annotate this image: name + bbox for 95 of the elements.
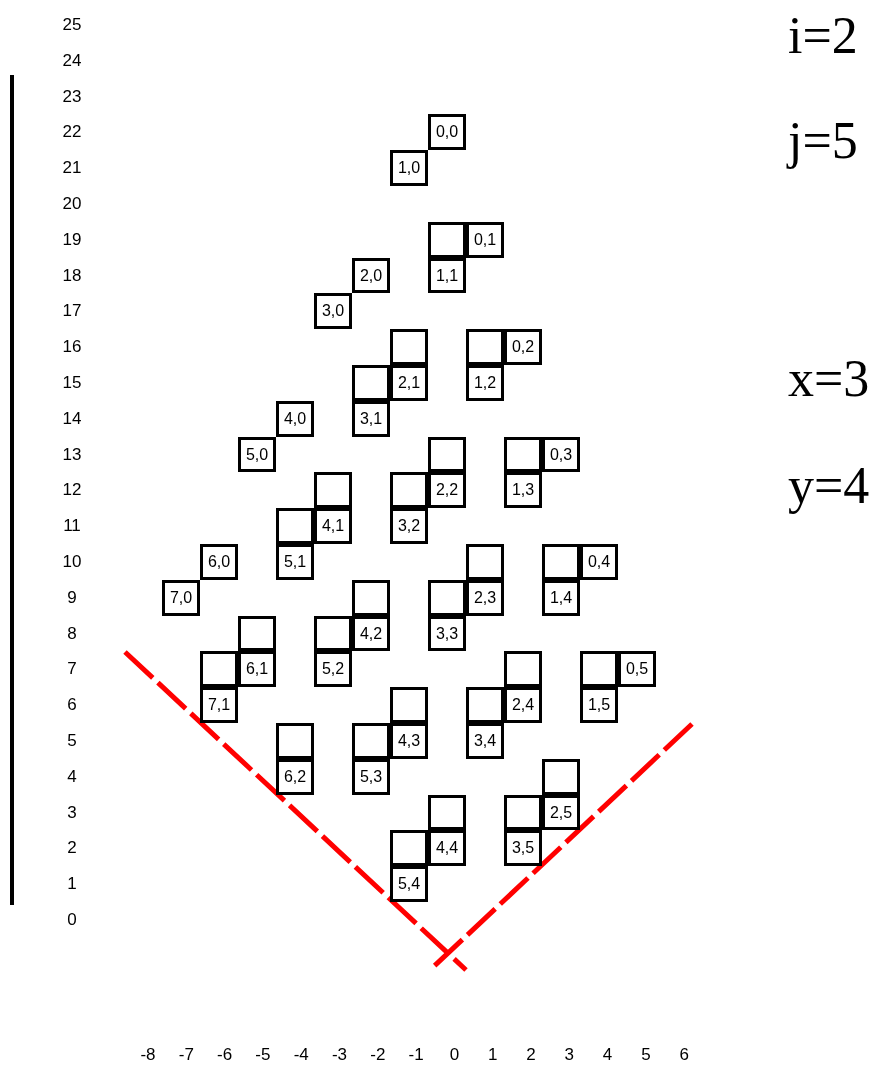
empty-grid-cell (390, 687, 428, 723)
labeled-grid-cell: 1,4 (542, 580, 580, 616)
axis-tick-label: 3 (67, 802, 77, 823)
labeled-grid-cell: 3,5 (504, 830, 542, 866)
labeled-grid-cell: 0,3 (542, 437, 580, 472)
labeled-grid-cell: 1,0 (390, 150, 428, 186)
labeled-grid-cell: 2,4 (504, 687, 542, 723)
empty-grid-cell (238, 616, 276, 651)
empty-grid-cell (542, 759, 580, 795)
axis-tick-label: 6 (679, 1045, 689, 1065)
labeled-grid-cell: 2,2 (428, 472, 466, 508)
axis-tick-label: 22 (62, 122, 82, 143)
axis-tick-label: 24 (62, 50, 82, 71)
axis-tick-label: -4 (293, 1045, 309, 1065)
axis-tick-label: 16 (62, 337, 82, 358)
labeled-grid-cell: 4,0 (276, 401, 314, 437)
labeled-grid-cell: 4,3 (390, 723, 428, 759)
empty-grid-cell (276, 723, 314, 759)
empty-grid-cell (314, 472, 352, 508)
labeled-grid-cell: 4,1 (314, 508, 352, 544)
axis-tick-label: 12 (62, 480, 82, 501)
axis-tick-label: 6 (67, 695, 77, 716)
labeled-grid-cell: 5,0 (238, 437, 276, 472)
labeled-grid-cell: 5,1 (276, 544, 314, 580)
labeled-grid-cell: 2,1 (390, 365, 428, 401)
axis-tick-label: -1 (408, 1045, 424, 1065)
labeled-grid-cell: 5,4 (390, 866, 428, 902)
labeled-grid-cell: 6,1 (238, 651, 276, 687)
labeled-grid-cell: 5,3 (352, 759, 390, 795)
labeled-grid-cell: 7,0 (162, 580, 200, 616)
empty-grid-cell (428, 437, 466, 472)
empty-grid-cell (504, 651, 542, 687)
labeled-grid-cell: 5,2 (314, 651, 352, 687)
labeled-grid-cell: 3,3 (428, 616, 466, 651)
labeled-grid-cell: 1,1 (428, 258, 466, 293)
axis-tick-label: 18 (62, 265, 82, 286)
axis-tick-label: -7 (178, 1045, 194, 1065)
axis-tick-label: 17 (62, 301, 82, 322)
empty-grid-cell (466, 544, 504, 580)
axis-tick-label: -8 (140, 1045, 156, 1065)
labeled-grid-cell: 2,0 (352, 258, 390, 293)
labeled-grid-cell: 1,2 (466, 365, 504, 401)
axis-tick-label: 7 (67, 659, 77, 680)
labeled-grid-cell: 4,2 (352, 616, 390, 651)
axis-tick-label: 19 (62, 229, 82, 250)
labeled-grid-cell: 0,2 (504, 329, 542, 365)
axis-tick-label: 14 (62, 408, 82, 429)
axis-tick-label: 25 (62, 15, 82, 35)
labeled-grid-cell: 0,1 (466, 222, 504, 258)
labeled-grid-cell: 3,0 (314, 293, 352, 329)
axis-tick-label: -3 (331, 1045, 348, 1065)
axis-tick-label: 2 (67, 838, 77, 859)
axis-tick-label: 21 (62, 158, 82, 179)
labeled-grid-cell: 7,1 (200, 687, 238, 723)
labeled-grid-cell: 2,5 (542, 795, 580, 830)
axis-tick-label: 2 (526, 1045, 536, 1065)
axis-tick-label: 0 (67, 910, 77, 930)
axis-tick-label: -5 (255, 1045, 271, 1065)
labeled-grid-cell: 0,4 (580, 544, 618, 580)
labeled-grid-cell: 1,5 (580, 687, 618, 723)
axis-tick-label: 23 (62, 86, 82, 107)
labeled-grid-cell: 0,0 (428, 114, 466, 150)
axis-tick-label: 4 (67, 766, 77, 787)
axis-tick-label: -6 (217, 1045, 233, 1065)
labeled-grid-cell: 2,3 (466, 580, 504, 616)
empty-grid-cell (352, 580, 390, 616)
labeled-grid-cell: 3,4 (466, 723, 504, 759)
variable-label: y=4 (788, 455, 870, 515)
variable-label: i=2 (788, 5, 858, 65)
axis-tick-label: 10 (62, 552, 82, 572)
axis-tick-label: 5 (641, 1045, 651, 1065)
labeled-grid-cell: 3,1 (352, 401, 390, 437)
axis-tick-label: 15 (62, 373, 82, 393)
labeled-grid-cell: 1,3 (504, 472, 542, 508)
axis-tick-label: 20 (62, 194, 82, 214)
labeled-grid-cell: 6,0 (200, 544, 238, 580)
axis-tick-label: -2 (370, 1045, 386, 1065)
labeled-grid-cell: 0,5 (618, 651, 656, 687)
axis-tick-label: 1 (67, 874, 77, 895)
empty-grid-cell (390, 329, 428, 365)
axis-tick-label: 5 (67, 731, 77, 751)
labeled-grid-cell: 6,2 (276, 759, 314, 795)
axis-tick-label: 8 (67, 623, 77, 644)
labeled-grid-cell: 3,2 (390, 508, 428, 544)
axis-tick-label: 4 (602, 1045, 613, 1065)
axis-tick-label: 1 (487, 1045, 498, 1065)
axis-tick-label: 3 (564, 1045, 575, 1065)
variable-label: x=3 (788, 348, 870, 408)
axis-tick-label: 0 (449, 1045, 460, 1065)
axis-tick-label: 9 (67, 587, 77, 608)
axis-tick-label: 13 (62, 444, 82, 465)
labeled-grid-cell: 4,4 (428, 830, 466, 866)
axis-tick-label: 11 (63, 516, 81, 537)
variable-label: j=5 (788, 110, 858, 170)
empty-grid-cell (428, 795, 466, 830)
